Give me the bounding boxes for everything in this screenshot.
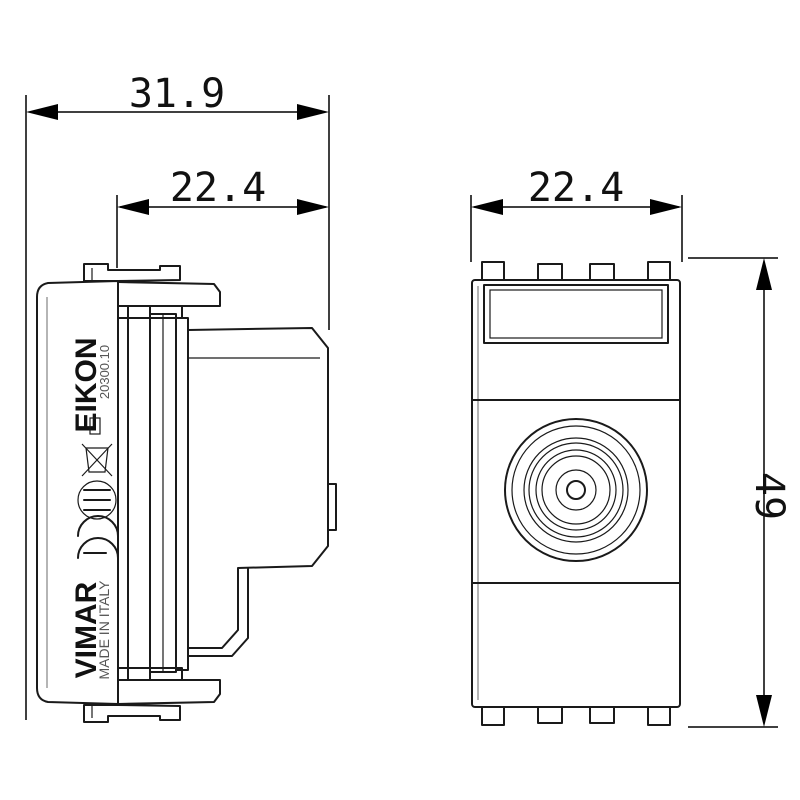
front-top-tab xyxy=(647,261,671,281)
dimension-label-side-depth: 31.9 xyxy=(129,71,225,117)
front-view xyxy=(471,261,681,726)
dimension-front-width: 22.4 xyxy=(470,165,683,262)
ce-certification-icon xyxy=(77,480,117,520)
front-top-tab xyxy=(481,261,505,281)
front-bottom-tab xyxy=(589,706,615,724)
dimension-side-width: 22.4 xyxy=(116,165,329,268)
marking-slot xyxy=(89,417,101,435)
ce-mark-icon xyxy=(77,515,119,559)
front-top-tab xyxy=(589,263,615,281)
dimension-label-side-width: 22.4 xyxy=(170,165,266,211)
front-top-tab xyxy=(537,263,563,281)
front-bottom-tab xyxy=(481,706,505,726)
dimension-front-height: 49 xyxy=(688,257,792,728)
dimension-label-front-height: 49 xyxy=(746,472,792,520)
front-bottom-tab xyxy=(537,706,563,724)
marking-code: 20300.10 xyxy=(97,345,112,399)
front-bottom-tab xyxy=(647,706,671,726)
coax-socket-icon xyxy=(504,418,648,562)
marking-origin: MADE IN ITALY xyxy=(96,580,112,680)
marking-series: EIKON xyxy=(70,337,103,432)
side-view: EIKON 20300.10 VIMAR MADE IN ITALY xyxy=(36,263,337,723)
dimension-side-depth: 31.9 xyxy=(25,71,330,720)
weee-bin-icon xyxy=(81,443,113,477)
dimension-label-front-width: 22.4 xyxy=(528,165,624,211)
marking-brand: VIMAR xyxy=(70,581,103,678)
